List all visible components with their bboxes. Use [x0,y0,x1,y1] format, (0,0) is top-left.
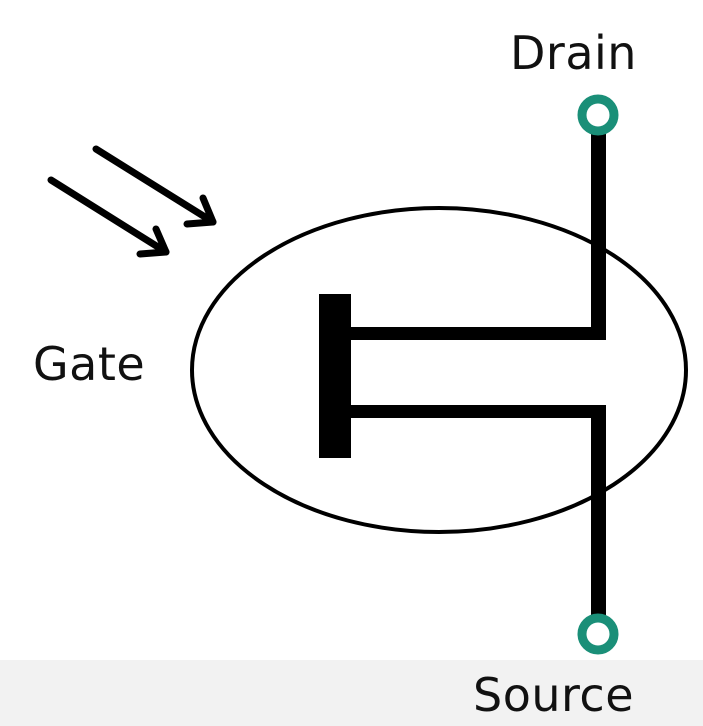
source-terminal-icon [577,613,619,655]
source-lead [591,405,606,618]
source-channel-line [351,405,606,418]
drain-channel-line [351,327,606,340]
light-arrow-upper-icon [92,145,217,228]
source-label: Source [473,668,634,722]
drain-terminal-icon [577,94,619,136]
drain-label: Drain [510,26,637,80]
drain-lead [591,124,606,340]
gate-bar [319,294,351,458]
gate-label: Gate [33,337,146,391]
light-arrow-lower-icon [47,176,170,258]
bottom-band [0,660,703,726]
transistor-body-circle [190,206,688,534]
